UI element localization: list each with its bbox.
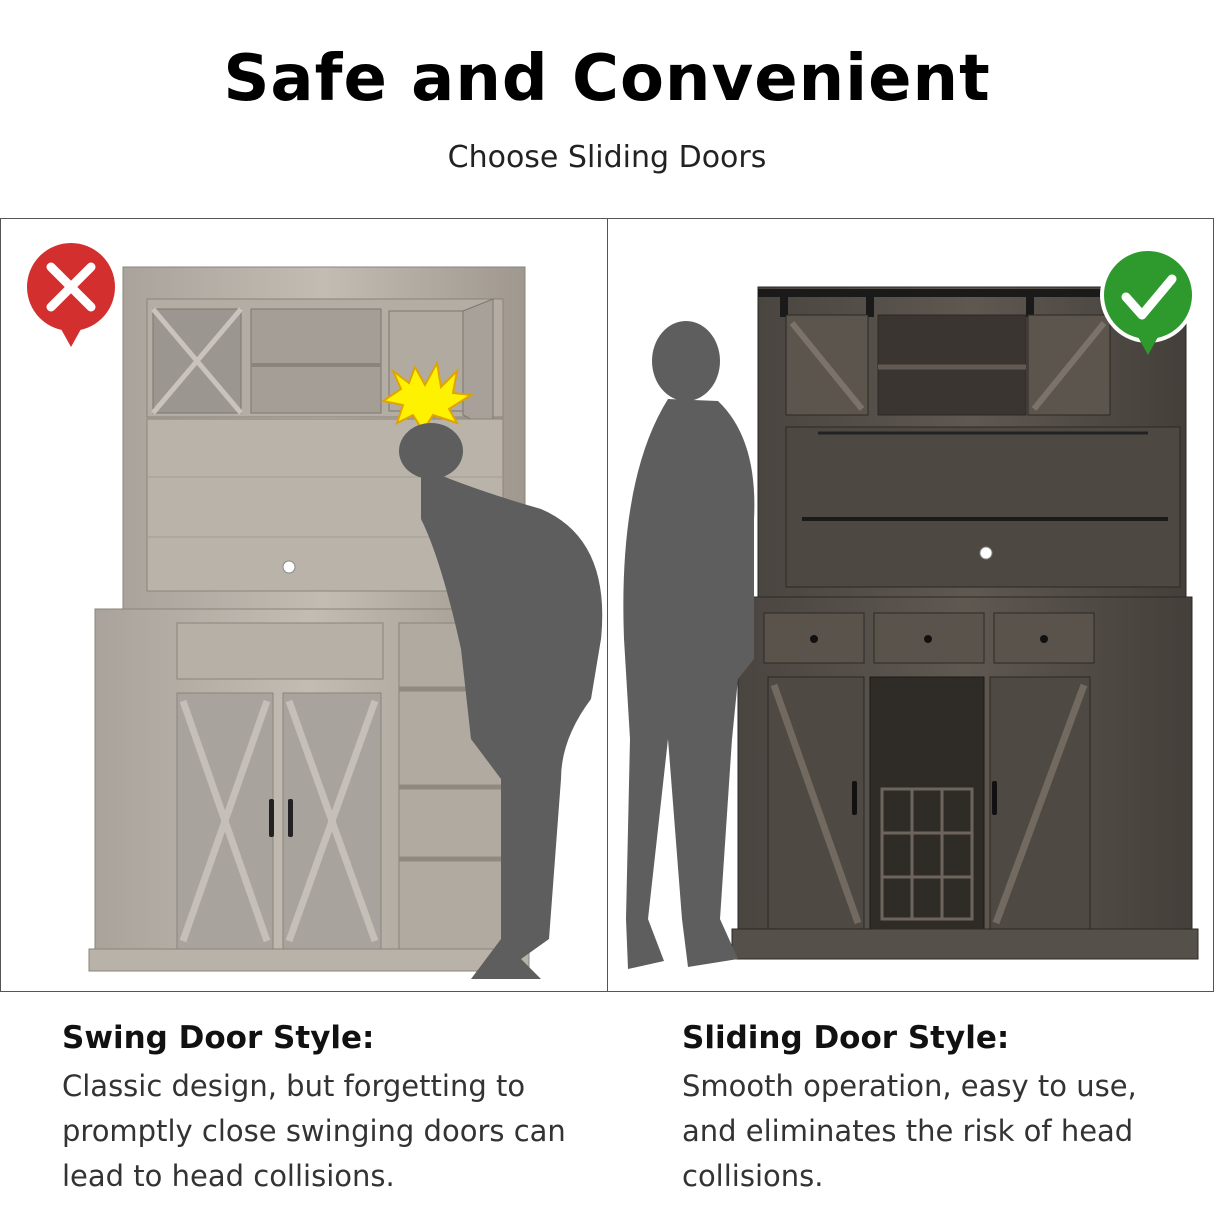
check-mark-icon xyxy=(1100,247,1196,355)
page-subtitle: Choose Sliding Doors xyxy=(447,140,767,175)
swing-door-caption: Swing Door Style: Classic design, but fo… xyxy=(62,1020,582,1199)
swing-door-illustration xyxy=(23,239,603,979)
sliding-cabinet xyxy=(731,286,1199,960)
swing-door-panel xyxy=(0,218,609,992)
sliding-door-illustration xyxy=(623,247,1199,969)
sliding-door-heading: Sliding Door Style: xyxy=(682,1020,1010,1056)
sliding-door-description: Smooth operation, easy to use, and elimi… xyxy=(682,1069,1137,1193)
x-mark-icon xyxy=(23,239,119,347)
sliding-door-caption: Sliding Door Style: Smooth operation, ea… xyxy=(682,1020,1182,1199)
swing-door-description: Classic design, but forgetting to prompt… xyxy=(62,1069,566,1193)
standing-person-silhouette xyxy=(623,321,755,969)
sliding-door-panel xyxy=(607,218,1214,992)
page-title: Safe and Convenient xyxy=(223,42,991,116)
collision-burst-icon xyxy=(380,359,474,433)
bending-person-silhouette xyxy=(399,423,603,979)
swing-door-heading: Swing Door Style: xyxy=(62,1020,375,1056)
